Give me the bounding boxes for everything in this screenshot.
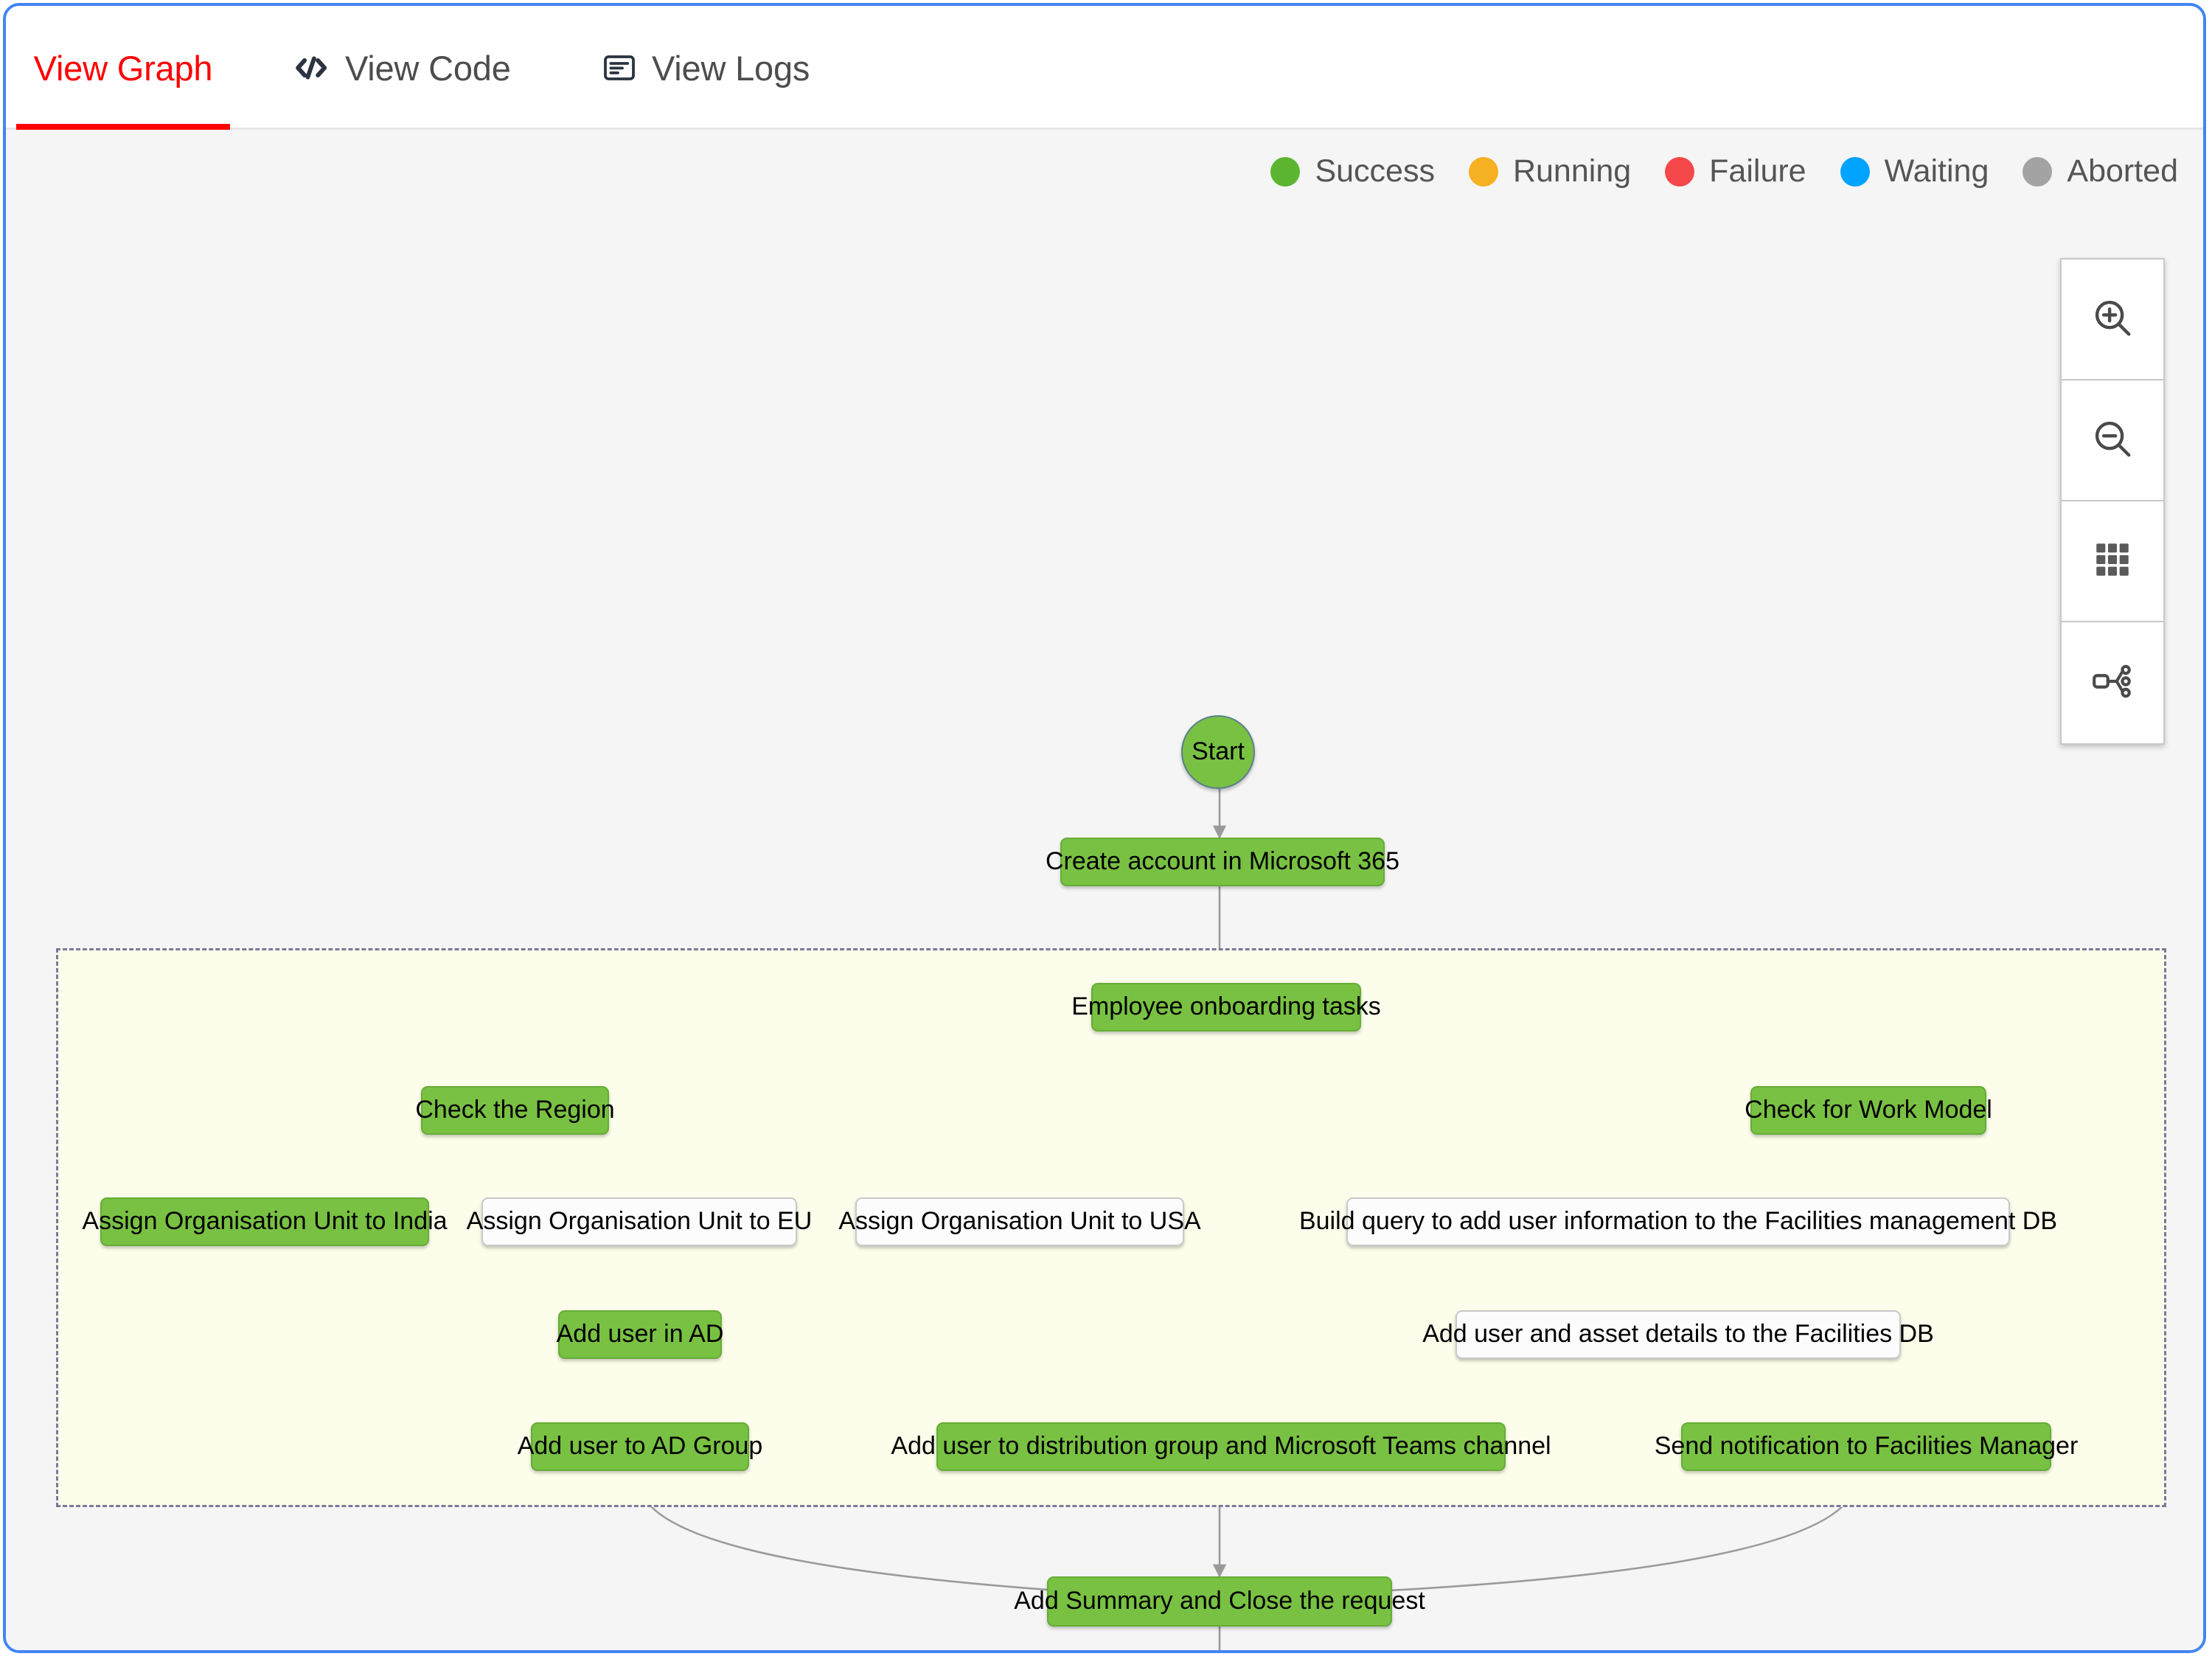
node-start[interactable]: Start — [1181, 715, 1255, 789]
tab-view-code-label: View Code — [345, 48, 511, 88]
legend-item-running: Running — [1468, 153, 1632, 189]
legend-dot-aborted — [2023, 156, 2053, 187]
node-start-label: Start — [1192, 737, 1245, 766]
graph-viewer-window: View Graph View Code View — [3, 3, 2206, 1653]
graph-canvas[interactable]: Success Running Failure Waiting Aborted — [6, 130, 2203, 1650]
node-add-summary-close-request[interactable]: Add Summary and Close the request — [1014, 1576, 1425, 1627]
zoom-out-icon — [2090, 416, 2135, 465]
node-build-query-facilities-db-label: Build query to add user information to t… — [1298, 1207, 2058, 1236]
node-add-user-distribution-group-label: Add user to distribution group and Micro… — [891, 1432, 1551, 1461]
zoom-out-button[interactable] — [2062, 380, 2163, 501]
legend-dot-failure — [1665, 156, 1695, 187]
node-assign-ou-india-label: Assign Organisation Unit to India — [82, 1207, 448, 1236]
hierarchy-icon — [2090, 658, 2135, 708]
node-check-for-work-model[interactable]: Check for Work Model — [1745, 1086, 1992, 1135]
legend-item-success: Success — [1270, 153, 1435, 189]
legend-label-success: Success — [1315, 153, 1435, 189]
legend-label-waiting: Waiting — [1884, 153, 1989, 189]
node-add-user-to-ad-group-label: Add user to AD Group — [517, 1432, 763, 1461]
node-employee-onboarding-tasks-label: Employee onboarding tasks — [1071, 992, 1381, 1021]
legend-item-failure: Failure — [1665, 153, 1806, 189]
legend-item-waiting: Waiting — [1840, 153, 1989, 189]
tab-view-logs-label: View Logs — [652, 48, 810, 88]
node-add-user-asset-facilities-db-label: Add user and asset details to the Facili… — [1422, 1320, 1934, 1349]
node-check-the-region[interactable]: Check the Region — [415, 1086, 615, 1135]
grid-view-button[interactable] — [2062, 501, 2163, 622]
view-tab-bar: View Graph View Code View — [6, 6, 2203, 130]
node-assign-ou-eu-label: Assign Organisation Unit to EU — [466, 1207, 813, 1236]
legend-item-aborted: Aborted — [2023, 153, 2178, 189]
node-check-for-work-model-label: Check for Work Model — [1745, 1096, 1992, 1124]
node-build-query-facilities-db[interactable]: Build query to add user information to t… — [1299, 1197, 2057, 1246]
code-icon — [291, 48, 330, 88]
tab-view-logs[interactable]: View Logs — [588, 6, 823, 130]
node-employee-onboarding-tasks[interactable]: Employee onboarding tasks — [1071, 983, 1381, 1032]
node-assign-ou-usa[interactable]: Assign Organisation Unit to USA — [838, 1197, 1201, 1246]
graph-zoom-toolbar — [2060, 258, 2165, 745]
node-add-user-in-ad[interactable]: Add user in AD — [556, 1310, 724, 1359]
tab-view-graph-label: View Graph — [33, 48, 213, 88]
node-assign-ou-eu[interactable]: Assign Organisation Unit to EU — [467, 1197, 812, 1246]
zoom-in-icon — [2090, 295, 2135, 344]
legend-label-aborted: Aborted — [2067, 153, 2178, 189]
node-check-the-region-label: Check the Region — [415, 1096, 615, 1124]
legend-label-running: Running — [1512, 153, 1632, 189]
node-send-notification-facilities-manager-label: Send notification to Facilities Manager — [1654, 1432, 2079, 1461]
node-create-account[interactable]: Create account in Microsoft 365 — [1046, 838, 1399, 886]
tab-view-code[interactable]: View Code — [277, 6, 524, 130]
layout-button[interactable] — [2062, 622, 2163, 743]
node-add-user-to-ad-group[interactable]: Add user to AD Group — [518, 1422, 762, 1471]
node-add-summary-close-request-label: Add Summary and Close the request — [1014, 1587, 1425, 1615]
status-legend: Success Running Failure Waiting Aborted — [1270, 153, 2178, 189]
legend-dot-waiting — [1840, 156, 1870, 187]
legend-label-failure: Failure — [1709, 153, 1806, 189]
tab-view-graph[interactable]: View Graph — [16, 6, 230, 130]
node-add-user-in-ad-label: Add user in AD — [556, 1320, 724, 1349]
node-assign-ou-usa-label: Assign Organisation Unit to USA — [838, 1207, 1201, 1236]
node-create-account-label: Create account in Microsoft 365 — [1045, 847, 1400, 876]
workflow-graph: Start Create account in Microsoft 365 Em… — [6, 130, 2203, 1650]
legend-dot-running — [1468, 156, 1498, 187]
node-send-notification-facilities-manager[interactable]: Send notification to Facilities Manager — [1655, 1422, 2078, 1471]
legend-dot-success — [1270, 156, 1301, 187]
grid-icon — [2091, 538, 2134, 585]
node-add-user-asset-facilities-db[interactable]: Add user and asset details to the Facili… — [1422, 1310, 1934, 1359]
node-assign-ou-india[interactable]: Assign Organisation Unit to India — [82, 1197, 448, 1246]
zoom-in-button[interactable] — [2062, 260, 2163, 380]
logs-icon — [602, 50, 637, 86]
node-add-user-distribution-group[interactable]: Add user to distribution group and Micro… — [891, 1422, 1551, 1471]
